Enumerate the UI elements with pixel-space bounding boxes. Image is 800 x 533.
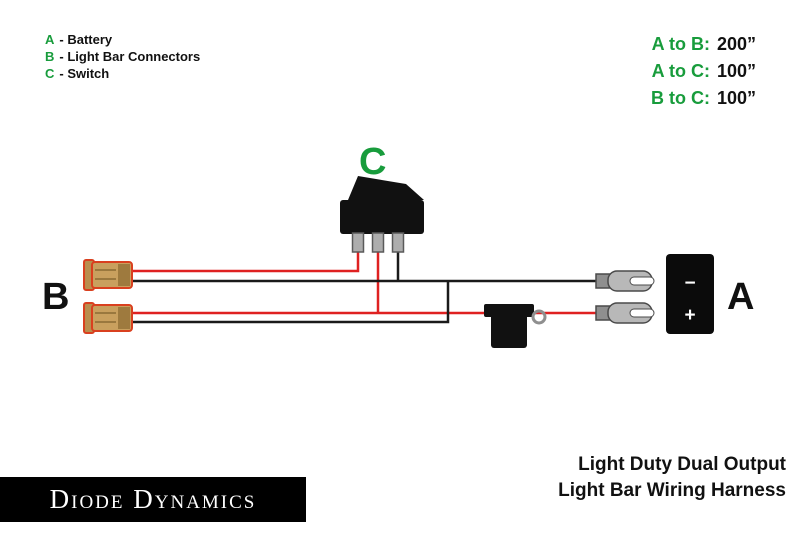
legend-key-a: A [45,32,55,47]
switch-terminal-left [351,232,365,253]
measurement-value-ab: 200” [716,34,756,54]
fork-terminal-negative-slot [629,276,655,286]
callout-b: B [42,276,69,318]
measurement-pair-ab: A to B: [651,34,710,54]
fork-terminal-negative [595,270,655,292]
red-wire-top-connector-to-switch [132,250,360,273]
fuse-holder-body [491,304,527,348]
measurement-value-bc: 100” [716,88,756,108]
switch-rocker-paddle [348,176,424,200]
switch-body [340,200,424,234]
product-title: Light Duty Dual Output Light Bar Wiring … [558,452,786,504]
switch-terminal-middle [371,232,385,253]
legend-key-c: C [45,66,55,81]
callout-a: A [727,276,754,318]
connector-bottom-wedge [118,307,130,329]
black-wire-bottom-connector [132,281,450,324]
measurement-value-ac: 100” [716,61,756,81]
legend-label-lightbar-connectors: - Light Bar Connectors [59,49,201,64]
measurement-pair-ac: A to C: [651,61,710,81]
product-title-line1: Light Duty Dual Output [578,454,786,475]
fuse-holder [484,304,547,348]
measurement-pair-bc: B to C: [650,88,710,108]
brand-logo: Diode Dynamics [0,477,306,522]
callout-c: C [359,141,386,183]
battery-body [666,254,714,334]
fork-terminal-positive-slot [629,308,655,318]
measurement-b-to-c: B to C: 100” [651,85,756,112]
switch-terminal-right [391,232,405,253]
battery-minus-label: − [684,273,695,294]
fuse-holder-loop [531,309,547,325]
battery: − + [666,254,714,334]
rocker-switch [340,176,424,253]
connector-top-wedge [118,264,130,286]
legend: A - Battery B - Light Bar Connectors C - Sw… [45,31,200,82]
legend-item-lightbar-connectors: B - Light Bar Connectors [45,48,200,65]
legend-item-switch: C - Switch [45,65,200,82]
product-title-line2: Light Bar Wiring Harness [558,480,786,501]
lightbar-connector-top [83,259,133,291]
lightbar-connector-bottom [83,302,133,334]
brand-name: Diode Dynamics [49,484,257,514]
measurements: A to B: 200” A to C: 100” B to C: 100” [651,31,756,112]
legend-key-b: B [45,49,55,64]
legend-label-battery: - Battery [59,32,113,47]
legend-label-switch: - Switch [59,66,110,81]
measurement-a-to-c: A to C: 100” [651,58,756,85]
measurement-a-to-b: A to B: 200” [651,31,756,58]
legend-item-battery: A - Battery [45,31,200,48]
fork-terminal-positive [595,302,655,324]
battery-plus-label: + [684,305,695,326]
